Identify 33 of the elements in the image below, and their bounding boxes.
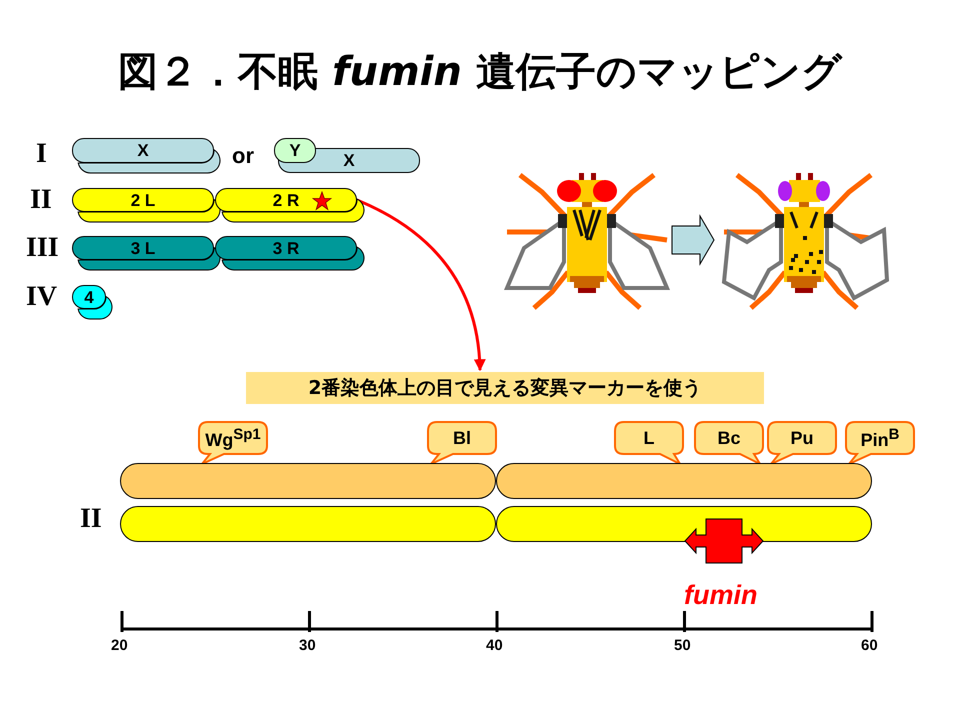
chromosome-shape: X	[72, 138, 214, 163]
chromosome-shape: 2 L	[72, 188, 214, 212]
gene-label: fumin	[684, 580, 758, 611]
callout-bubble: L	[614, 421, 684, 465]
tick-label: 30	[299, 638, 316, 653]
chromosome-number: II	[30, 186, 52, 214]
chromosome-shape: 3 R	[215, 236, 357, 260]
chromosome-number: III	[26, 234, 59, 262]
block-arrow	[672, 214, 715, 266]
callout-bubble: Bc	[694, 421, 764, 465]
callout-bubble: Bl	[427, 421, 497, 465]
title: 図２．不眠 fumin 遺伝子のマッピング	[117, 48, 844, 97]
chromosome-number: II	[80, 505, 102, 533]
chromosome-bar	[120, 463, 496, 499]
chromosome-shape: Y	[274, 138, 316, 163]
curved-arrow	[356, 198, 486, 372]
chromosome-bar	[120, 506, 496, 542]
callout-bubble: Pu	[767, 421, 837, 465]
chromosome-bar	[496, 463, 872, 499]
tick-label: 20	[111, 638, 128, 653]
chromosome-bar	[496, 506, 872, 542]
chromosome-shape: 2 R	[215, 188, 357, 212]
callout-bubble: Pin$^{B}$	[845, 421, 915, 465]
chromosome-shape: 3 L	[72, 236, 214, 260]
label-text: or	[232, 145, 254, 167]
banner-box: 2番染色体上の目で見える変異マーカーを使う	[246, 372, 764, 404]
tick-label: 60	[861, 638, 878, 653]
chromosome-shape: 4	[72, 285, 106, 309]
chromosome-number: I	[36, 140, 47, 168]
callout-bubble: Wg$^{Sp1}$	[198, 421, 268, 465]
tick-label: 40	[486, 638, 503, 653]
chromosome-number: IV	[26, 283, 58, 311]
tick-label: 50	[674, 638, 691, 653]
